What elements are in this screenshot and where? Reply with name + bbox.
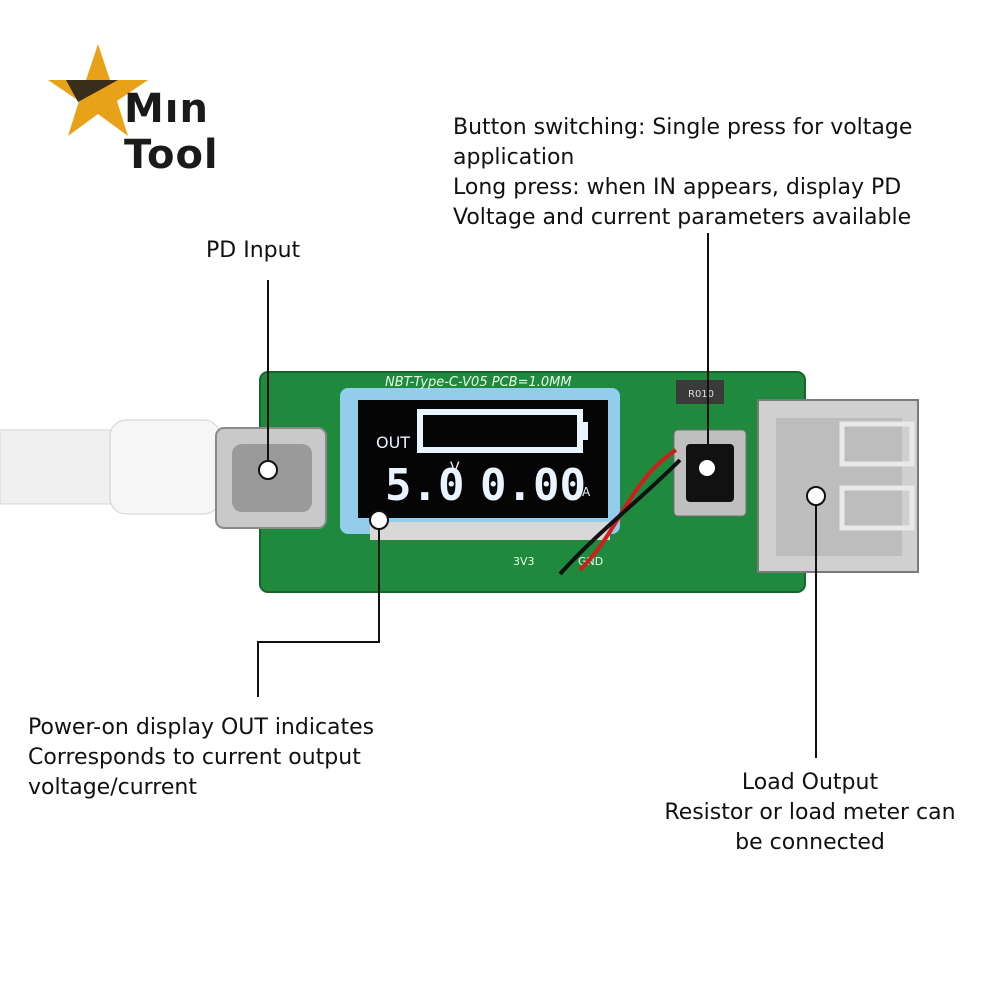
load-output-line: be connected xyxy=(735,830,885,855)
display-marker xyxy=(369,510,389,530)
load-output-description: Load Output Resistor or load meter can b… xyxy=(640,768,980,858)
lcd-voltage: 5.0 xyxy=(385,460,464,511)
silkscreen-model: NBT-Type-C-V05 PCB=1.0MM xyxy=(385,375,572,390)
button-leader xyxy=(707,233,709,461)
power-on-line: Power-on display OUT indicates xyxy=(28,715,375,740)
pd-input-leader xyxy=(267,280,269,468)
load-output-marker xyxy=(806,486,826,506)
pd-input-label: PD Input xyxy=(206,238,301,263)
brand-logo-text: Mın Tool xyxy=(124,86,219,178)
gold-star-icon xyxy=(48,44,148,136)
lcd-mode-label: OUT xyxy=(376,433,410,452)
product-photo: OUT 5.0 V 0.00 A NBT-Type-C-V05 PCB=1.0M… xyxy=(0,371,919,593)
silkscreen-3v3: 3V3 xyxy=(513,555,535,568)
lcd-current: 0.00 xyxy=(480,460,586,511)
button-marker xyxy=(697,458,717,478)
power-on-line: voltage/current xyxy=(28,775,197,800)
button-description-line: application xyxy=(453,145,575,170)
load-output-leader xyxy=(815,505,817,758)
display-leader-h xyxy=(257,641,380,643)
button-description: Button switching: Single press for volta… xyxy=(453,113,912,233)
pd-input-marker xyxy=(258,460,278,480)
load-output-line: Load Output xyxy=(741,770,879,795)
button-description-line: Voltage and current parameters available xyxy=(453,205,912,230)
display-leader-v1 xyxy=(378,528,380,642)
lcd-voltage-unit: V xyxy=(450,460,460,476)
button-description-line: Button switching: Single press for volta… xyxy=(453,115,913,140)
resistor-marking: R010 xyxy=(688,389,714,400)
button-description-line: Long press: when IN appears, display PD xyxy=(453,175,902,200)
load-output-line: Resistor or load meter can xyxy=(664,800,956,825)
display-leader-v2 xyxy=(257,641,259,697)
power-on-description: Power-on display OUT indicates Correspon… xyxy=(28,713,374,803)
brand-logo: Mın Tool xyxy=(48,40,308,178)
power-on-line: Corresponds to current output xyxy=(28,745,361,770)
lcd-current-unit: A xyxy=(582,485,591,499)
